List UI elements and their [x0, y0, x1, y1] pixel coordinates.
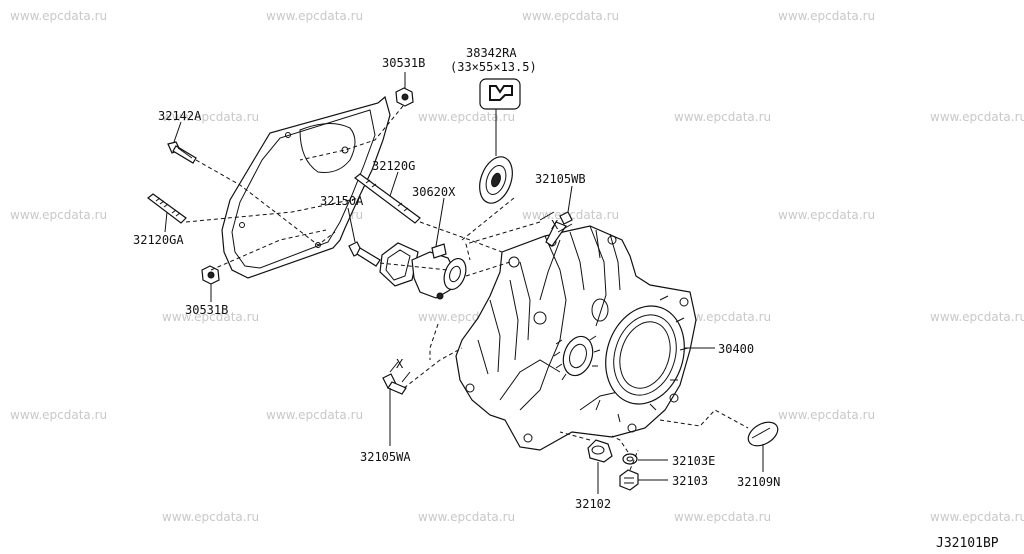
watermark: www.epcdata.ru [522, 208, 619, 222]
watermark: www.epcdata.ru [674, 110, 771, 124]
watermark: www.epcdata.ru [266, 408, 363, 422]
watermark: www.epcdata.ru [522, 9, 619, 23]
bolt-32142a [167, 121, 197, 164]
bolt-30531b-top [395, 72, 414, 107]
watermark: www.epcdata.ru [778, 9, 875, 23]
label-32150a: 32150A [320, 194, 364, 208]
part-32103e [622, 453, 668, 465]
watermark: www.epcdata.ru [778, 208, 875, 222]
watermark: www.epcdata.ru [778, 408, 875, 422]
dimension-x-mark-bottom: X [396, 357, 404, 371]
stud-32120ga [147, 193, 187, 233]
bolt-32150a [347, 207, 381, 267]
watermark: www.epcdata.ru [162, 310, 259, 324]
label-32103e: 32103E [672, 454, 715, 468]
transmission-case-30400 [455, 225, 715, 451]
watermark: www.epcdata.ru [418, 110, 515, 124]
watermark: www.epcdata.ru [10, 208, 107, 222]
diagram-code: J32101BP [936, 536, 999, 551]
bolt-32105wb [539, 185, 573, 247]
cap-32109n [747, 421, 779, 472]
watermark: www.epcdata.ru [930, 110, 1024, 124]
watermark: www.epcdata.ru [162, 510, 259, 524]
label-30531b-bottom: 30531B [185, 303, 228, 317]
watermark: www.epcdata.ru [930, 510, 1024, 524]
label-32105wa: 32105WA [360, 450, 411, 464]
label-30400: 30400 [718, 342, 754, 356]
label-32120g: 32120G [372, 159, 415, 173]
cover-plate-gasket [221, 95, 391, 279]
dimension-x-mark-top: X [551, 218, 559, 232]
label-32103: 32103 [672, 474, 708, 488]
part-32103 [619, 469, 668, 491]
seal-38342ra [479, 78, 521, 204]
label-32102: 32102 [575, 497, 611, 511]
watermark: www.epcdata.ru [930, 310, 1024, 324]
part-32102 [587, 439, 613, 494]
assembly-lines [185, 105, 749, 471]
watermark: www.epcdata.ru [10, 9, 107, 23]
label-30531b-top: 30531B [382, 56, 425, 70]
label-32142a: 32142A [158, 109, 202, 123]
watermark: www.epcdata.ru [674, 510, 771, 524]
label-32105wb: 32105WB [535, 172, 586, 186]
watermark: www.epcdata.ru [266, 9, 363, 23]
watermark: www.epcdata.ru [674, 310, 771, 324]
label-30620x: 30620X [412, 185, 456, 199]
label-38342ra-size: (33×55×13.5) [450, 60, 537, 74]
watermark: www.epcdata.ru [418, 510, 515, 524]
label-38342ra: 38342RA [466, 46, 517, 60]
stud-32120g [354, 171, 421, 224]
watermark: www.epcdata.ru [162, 110, 259, 124]
bolt-32105wa [382, 361, 411, 446]
label-32109n: 32109N [737, 475, 780, 489]
slave-cylinder-30620x [379, 197, 467, 300]
bolt-30531b-bottom [201, 265, 220, 302]
label-32120ga: 32120GA [133, 233, 184, 247]
watermark-layer: www.epcdata.ru www.epcdata.ru www.epcdat… [10, 9, 1024, 524]
watermark: www.epcdata.ru [10, 408, 107, 422]
